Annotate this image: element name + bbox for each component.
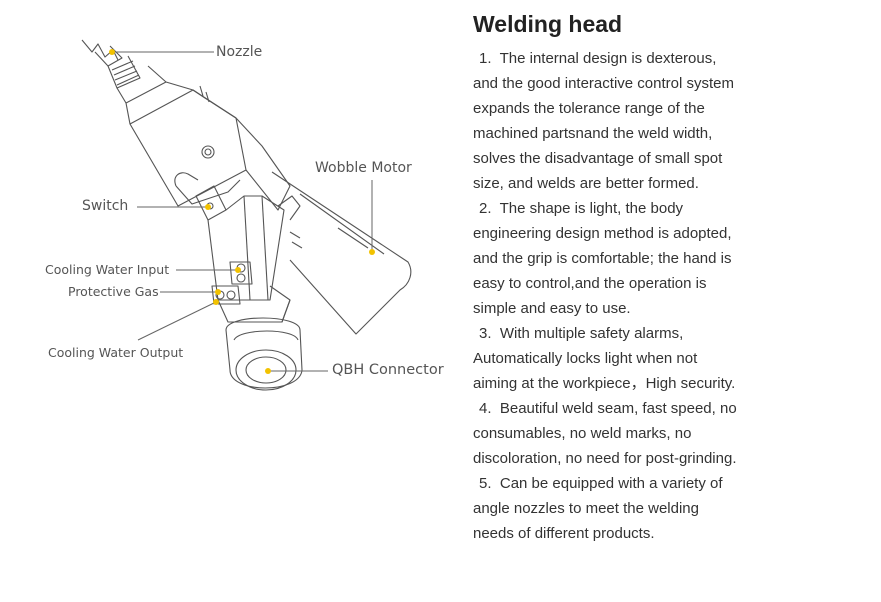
feature-text: Can be equipped with a variety of: [499, 475, 723, 492]
feature-line: solves the disadvantage of small spot: [473, 146, 873, 171]
feature-text: With multiple safety alarms,: [499, 325, 684, 342]
description-column: Welding head 1. The internal design is d…: [473, 8, 873, 546]
feature-line: 2. The shape is light, the body: [473, 196, 873, 221]
feature-number: 1.: [479, 50, 492, 67]
feature-text: aiming at the workpiece，High security.: [473, 375, 736, 392]
feature-list: 1. The internal design is dexterous, and …: [473, 46, 873, 546]
feature-text: and the grip is comfortable; the hand is: [473, 250, 732, 267]
label-cooling-water-input: Cooling Water Input: [45, 262, 170, 277]
feature-line: needs of different products.: [473, 521, 873, 546]
callout-dots: [109, 49, 375, 374]
wobble-motor-dot: [369, 249, 375, 255]
feature-text: solves the disadvantage of small spot: [473, 150, 723, 167]
feature-line: 4. Beautiful weld seam, fast speed, no: [473, 396, 873, 421]
label-switch: Switch: [82, 198, 129, 214]
feature-text: discoloration, no need for post-grinding…: [473, 450, 737, 467]
feature-text: and the good interactive control system: [473, 75, 734, 92]
feature-line: consumables, no weld marks, no: [473, 421, 873, 446]
feature-number: 2.: [479, 200, 492, 217]
feature-line: Automatically locks light when not: [473, 346, 873, 371]
feature-text: needs of different products.: [473, 525, 655, 542]
label-qbh-connector: QBH Connector: [332, 362, 444, 378]
label-wobble-motor: Wobble Motor: [315, 160, 412, 176]
feature-line: machined partsnand the weld width,: [473, 121, 873, 146]
feature-line: engineering design method is adopted,: [473, 221, 873, 246]
feature-text: engineering design method is adopted,: [473, 225, 732, 242]
welding-head-drawing: [81, 39, 412, 391]
feature-text: Beautiful weld seam, fast speed, no: [499, 400, 737, 417]
nozzle-dot: [109, 49, 115, 55]
feature-line: size, and welds are better formed.: [473, 171, 873, 196]
feature-number: 3.: [479, 325, 492, 342]
feature-line: aiming at the workpiece，High security.: [473, 371, 873, 396]
feature-text: The shape is light, the body: [499, 200, 684, 217]
feature-line: angle nozzles to meet the welding: [473, 496, 873, 521]
feature-line: easy to control,and the operation is: [473, 271, 873, 296]
feature-line: simple and easy to use.: [473, 296, 873, 321]
nozzle-body: [94, 45, 123, 67]
cooling-water-output-dot: [213, 299, 219, 305]
feature-line: 1. The internal design is dexterous,: [473, 46, 873, 71]
qbh-connector-dot: [265, 368, 271, 374]
switch-dot: [205, 204, 211, 210]
feature-text: easy to control,and the operation is: [473, 275, 707, 292]
feature-line: and the good interactive control system: [473, 71, 873, 96]
feature-number: 4.: [479, 400, 492, 417]
label-protective-gas: Protective Gas: [68, 284, 159, 299]
feature-text: expands the tolerance range of the: [473, 100, 705, 117]
protective-gas-dot: [215, 289, 221, 295]
cooling-water-input-dot: [235, 267, 241, 273]
feature-text: size, and welds are better formed.: [473, 175, 699, 192]
label-nozzle: Nozzle: [216, 44, 263, 60]
feature-line: expands the tolerance range of the: [473, 96, 873, 121]
feature-number: 5.: [479, 475, 492, 492]
feature-line: and the grip is comfortable; the hand is: [473, 246, 873, 271]
welding-head-diagram: Nozzle Wobble Motor Switch Cooling Water…: [45, 39, 444, 391]
feature-line: 3. With multiple safety alarms,: [473, 321, 873, 346]
feature-line: 5. Can be equipped with a variety of: [473, 471, 873, 496]
label-cooling-water-output: Cooling Water Output: [48, 345, 184, 360]
feature-text: angle nozzles to meet the welding: [473, 500, 699, 517]
feature-text: simple and easy to use.: [473, 300, 631, 317]
page-title: Welding head: [473, 11, 623, 37]
feature-line: discoloration, no need for post-grinding…: [473, 446, 873, 471]
feature-text: consumables, no weld marks, no: [473, 425, 692, 442]
feature-text: Automatically locks light when not: [473, 350, 698, 367]
feature-text: The internal design is dexterous,: [499, 50, 717, 67]
feature-text: machined partsnand the weld width,: [473, 125, 713, 142]
